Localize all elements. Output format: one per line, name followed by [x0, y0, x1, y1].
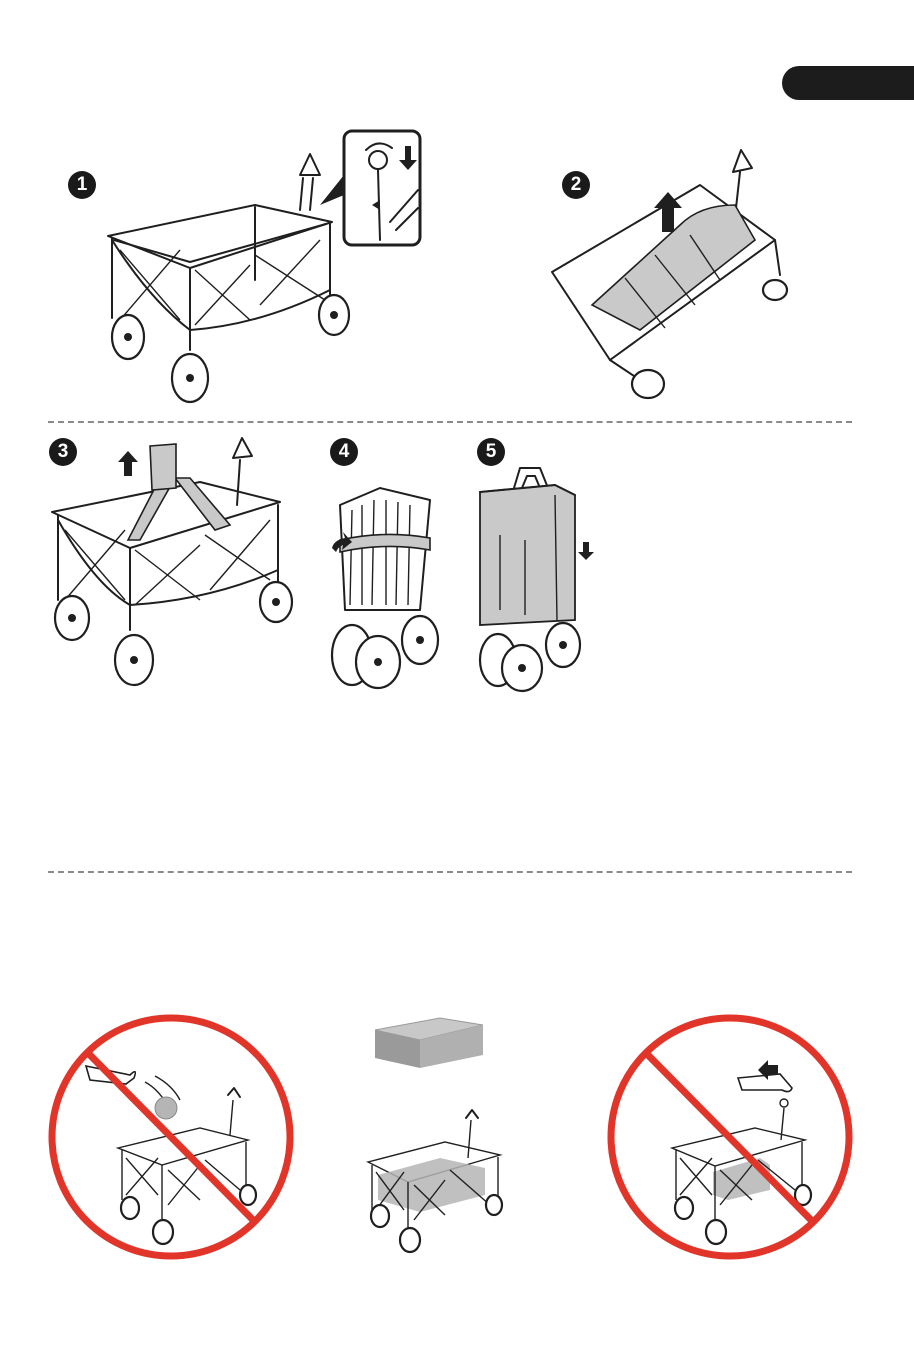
- manual-page: 1 2: [0, 0, 914, 1362]
- no-unbalanced-load-prohibition-icon: [0, 0, 914, 1362]
